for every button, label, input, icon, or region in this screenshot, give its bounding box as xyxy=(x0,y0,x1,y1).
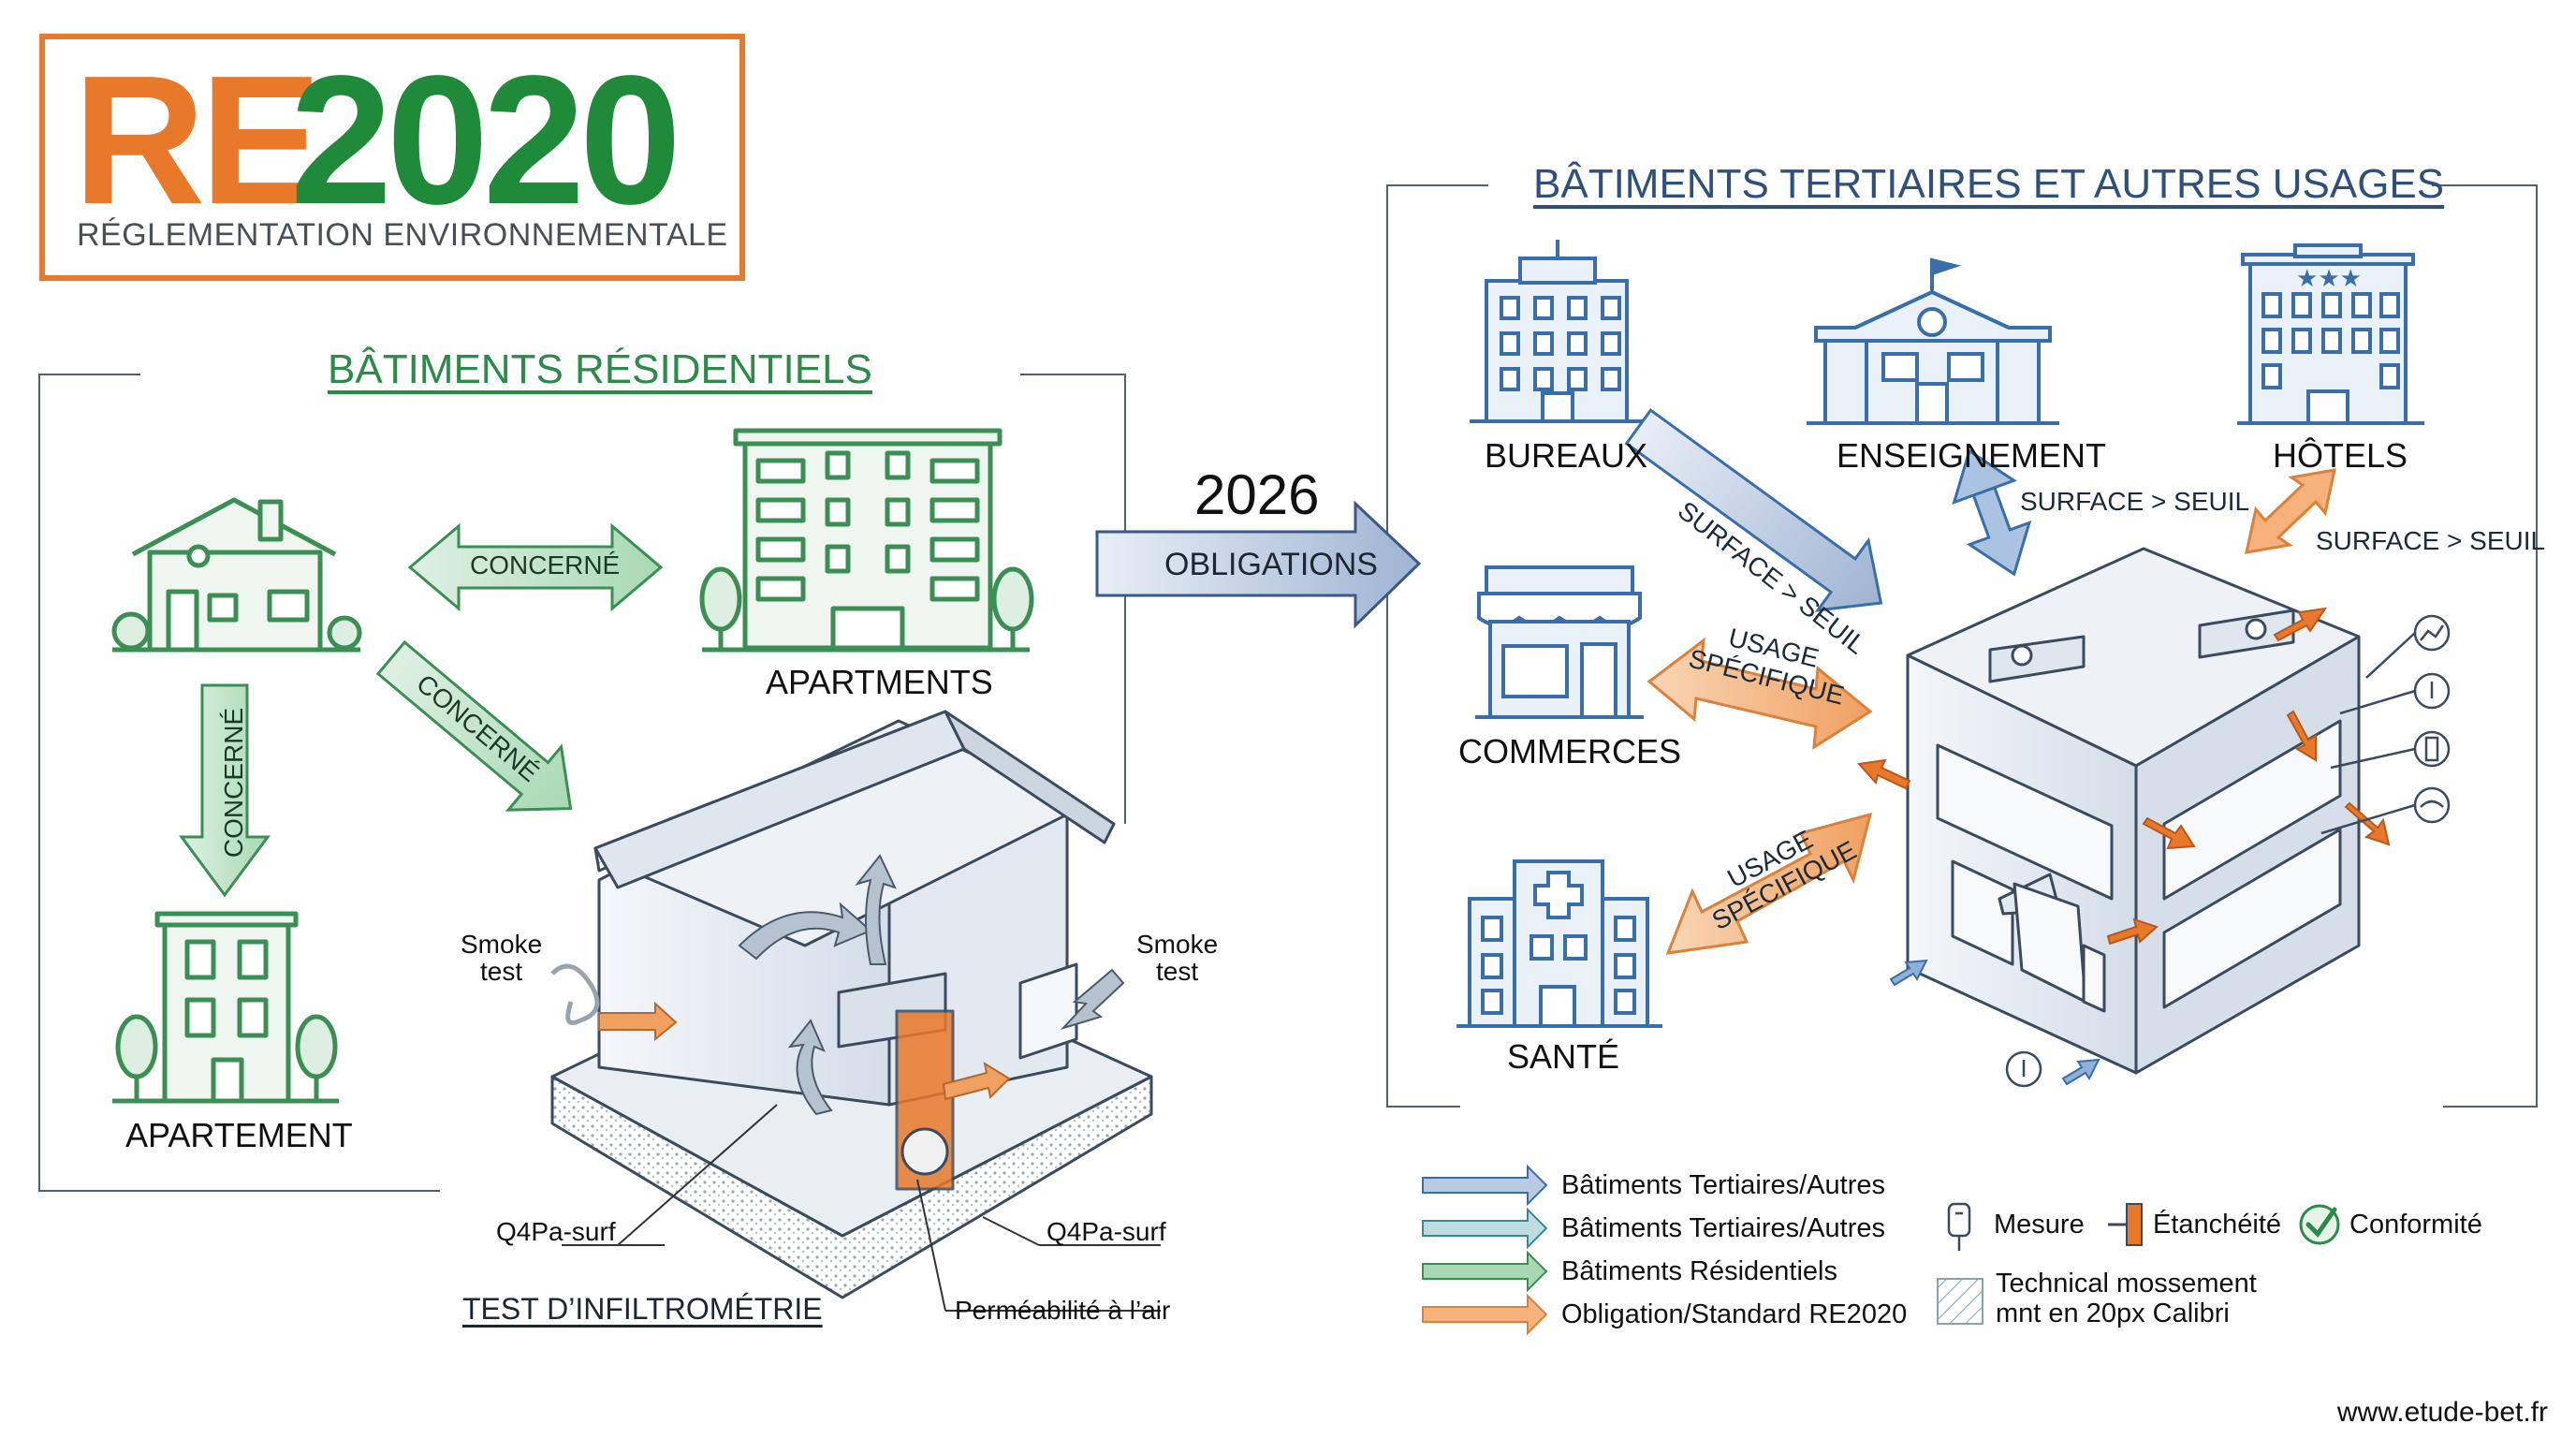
legend-conformite-icon xyxy=(2299,1204,2340,1245)
surface-seuil-right-label: SURFACE > SEUIL xyxy=(2316,526,2546,555)
logo-subtitle: RÉGLEMENTATION ENVIRONNEMENTALE xyxy=(77,217,728,253)
legend-mesure-label: Mesure xyxy=(1994,1210,2085,1240)
legend-etancheite-label: Étanchéité xyxy=(2153,1210,2282,1240)
apartments-building-icon xyxy=(699,428,1034,653)
hotels-label: HÔTELS xyxy=(2273,436,2408,475)
house-icon xyxy=(111,497,362,653)
footer-url: www.etude-bet.fr xyxy=(2336,1397,2548,1428)
enseignement-building-icon xyxy=(1807,257,2059,425)
logo-re-text: RE xyxy=(73,37,322,242)
legend-label-tertiaires-2: Bâtiments Tertiaires/Autres xyxy=(1561,1213,1885,1243)
arrow-usage-specifique-lower xyxy=(1665,812,1873,955)
legend-label-obligation: Obligation/Standard RE2020 xyxy=(1561,1299,1908,1329)
q4pa-left-label: Q4Pa-surf xyxy=(496,1217,616,1246)
bureaux-building-icon xyxy=(1470,240,1644,423)
arrow-surface-seuil-vertical xyxy=(1952,448,2032,577)
legend-arrow-tertiaires-2 xyxy=(1422,1207,1548,1250)
apartments-label: APARTMENTS xyxy=(766,663,993,701)
concerne-vertical-label: CONCERNÉ xyxy=(219,707,249,858)
concerne-horizontal-label: CONCERNÉ xyxy=(470,550,621,580)
surface-seuil-center-label: SURFACE > SEUIL xyxy=(2020,487,2250,516)
re2020-logo xyxy=(39,34,745,281)
transition-label: OBLIGATIONS xyxy=(1164,547,1378,582)
leader-lines-residential xyxy=(562,1104,1161,1312)
sante-label: SANTÉ xyxy=(1507,1037,1620,1076)
legend-arrow-tertiaires-1 xyxy=(1422,1164,1548,1207)
apartement-label: APARTEMENT xyxy=(125,1116,353,1154)
apartement-building-icon xyxy=(112,911,339,1104)
legend-arrow-residentiels xyxy=(1422,1250,1548,1293)
tertiary-leak-arrows xyxy=(1857,607,2391,946)
arrow-concerne-diagonal xyxy=(375,639,573,812)
arrow-surface-seuil-orange xyxy=(2245,468,2336,554)
legend-label-residentiels: Bâtiments Résidentiels xyxy=(1561,1256,1837,1286)
permeabilite-label: Perméabilité à l’air xyxy=(955,1296,1171,1325)
commerces-building-icon xyxy=(1475,565,1644,719)
tertiary-isometric-building xyxy=(1906,547,2361,1075)
sante-building-icon xyxy=(1456,859,1662,1028)
residential-frame xyxy=(38,374,1126,1192)
infiltrometry-test-title: TEST D’INFILTROMÉTRIE xyxy=(462,1292,823,1326)
arrow-concerne-vertical xyxy=(179,683,271,898)
residential-section-title: BÂTIMENTS RÉSIDENTIELS xyxy=(328,346,872,392)
legend-label-tertiaires-1: Bâtiments Tertiaires/Autres xyxy=(1561,1170,1885,1200)
sensor-icons xyxy=(2005,614,2451,1088)
tertiary-frame xyxy=(1386,184,2538,1108)
legend-technical-hatch-icon xyxy=(1937,1278,1983,1325)
transition-year: 2026 xyxy=(1194,463,1320,526)
airflow-arrows xyxy=(738,854,1125,1116)
commerces-label: COMMERCES xyxy=(1458,732,1682,770)
legend-etancheite-icon xyxy=(2108,1203,2143,1246)
arrow-usage-specifique-upper xyxy=(1647,637,1873,750)
tertiary-blue-inflow-arrows xyxy=(1889,959,2100,1086)
smoke-test-arrows xyxy=(598,1001,1011,1101)
arrow-concerne-horizontal xyxy=(407,522,664,612)
legend-arrow-obligation xyxy=(1422,1293,1548,1336)
logo-year-text: 2020 xyxy=(290,37,681,242)
arrow-surface-seuil-diagonal xyxy=(1624,408,1883,612)
legend-mesure-icon xyxy=(1947,1202,1971,1251)
legend-conformite-label: Conformité xyxy=(2349,1210,2482,1240)
tertiary-section-title: BÂTIMENTS TERTIAIRES ET AUTRES USAGES xyxy=(1533,161,2445,207)
arrow-obligations xyxy=(1095,500,1422,629)
hotels-building-icon: ★★★ xyxy=(2237,243,2424,425)
svg-text:★★★: ★★★ xyxy=(2296,265,2362,293)
infiltrometry-house xyxy=(550,710,1153,1299)
bureaux-label: BUREAUX xyxy=(1485,436,1648,475)
enseignement-label: ENSEIGNEMENT xyxy=(1837,436,2107,475)
q4pa-right-label: Q4Pa-surf xyxy=(1046,1217,1166,1246)
smoke-plume xyxy=(550,963,600,1025)
